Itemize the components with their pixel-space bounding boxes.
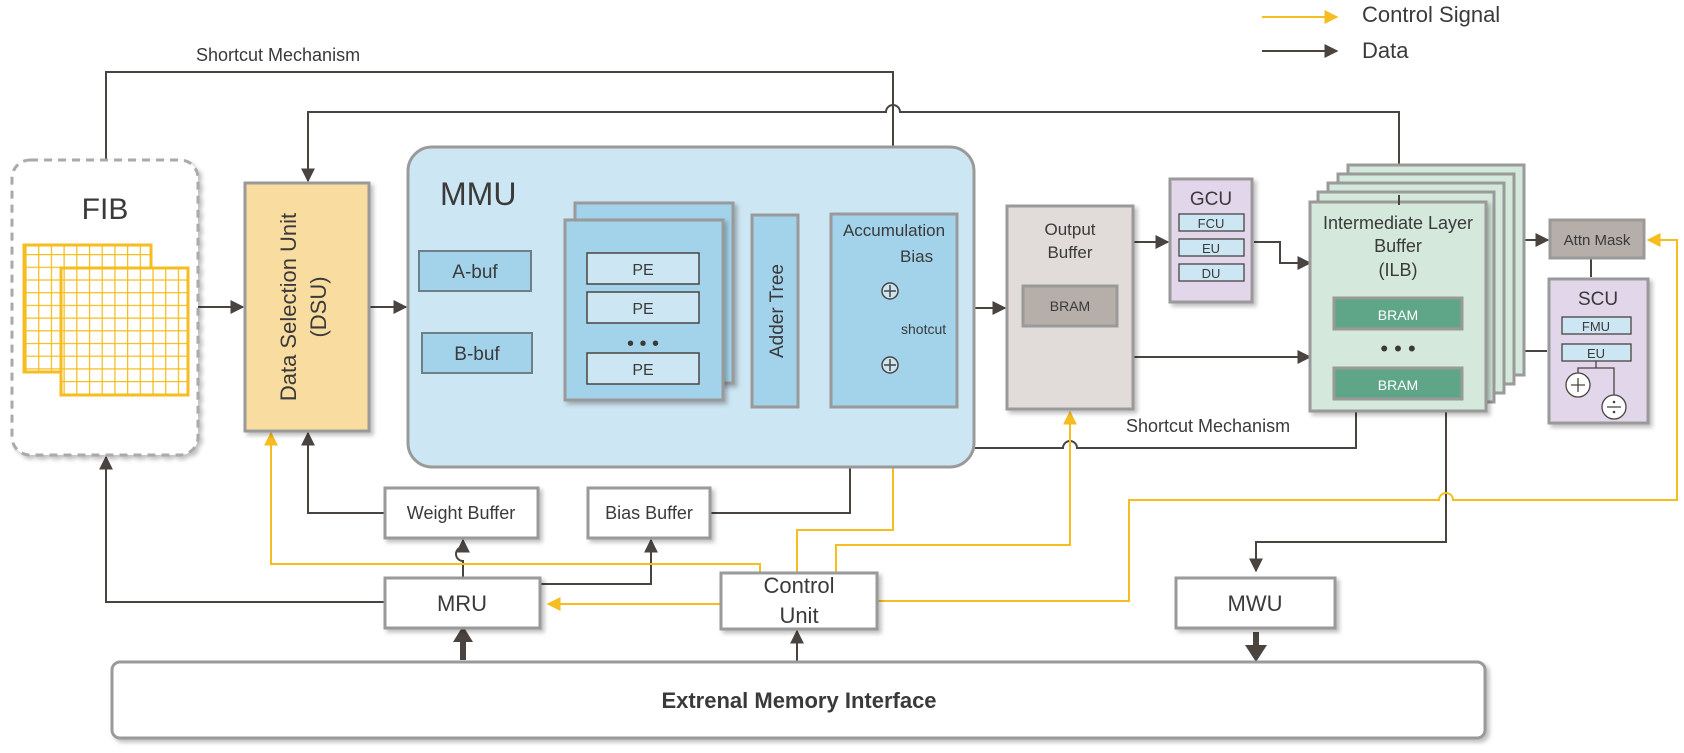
fcu-label: FCU <box>1198 216 1225 231</box>
shortcut-top-wire <box>105 71 900 214</box>
bbuf-block: B-buf <box>421 332 533 374</box>
abuf-block: A-buf <box>418 250 532 292</box>
fib-label: FIB <box>82 193 129 226</box>
shortcut-bottom-label: Shortcut Mechanism <box>1126 416 1290 436</box>
plus-circle-icon <box>1565 372 1591 398</box>
adder-label: Adder Tree <box>767 264 788 358</box>
pe-1 <box>586 252 700 285</box>
mru-block: MRU <box>383 576 542 630</box>
attn-mask-block: Attn Mask <box>1548 218 1646 260</box>
adder-tree: Adder Tree <box>750 213 800 409</box>
mwu-label: MWU <box>1228 591 1283 616</box>
dsu-label-2: (DSU) <box>306 276 331 337</box>
weight-buffer: Weight Buffer <box>383 486 540 540</box>
pe-array: PE PE • • • PE <box>563 201 735 402</box>
accumulation-block: Accumulation Bias shotcut <box>829 212 959 409</box>
ilb-bram-1-label: BRAM <box>1378 307 1418 323</box>
bbuf-label: B-buf <box>454 344 500 365</box>
emi-thick-arrows <box>453 626 1267 662</box>
du-label: DU <box>1202 266 1221 281</box>
ilb-bram-2-label: BRAM <box>1378 377 1418 393</box>
mwu-block: MWU <box>1174 576 1337 630</box>
gcu-block: GCU FCU EU DU <box>1168 177 1254 304</box>
fib-block: FIB <box>10 158 200 457</box>
attn-label: Attn Mask <box>1564 232 1631 249</box>
fib-grid-front <box>59 266 190 397</box>
output-buffer: Output Buffer BRAM <box>1005 204 1135 411</box>
divide-circle-icon <box>1601 394 1627 420</box>
adder-circle-2 <box>881 356 899 374</box>
pe-2 <box>586 291 700 324</box>
mru-label: MRU <box>437 591 487 616</box>
emi-label: Extrenal Memory Interface <box>661 688 936 713</box>
biasbuf-label: Bias Buffer <box>605 503 693 523</box>
scu-eu-label: EU <box>1587 346 1605 361</box>
ilb-block: Intermediate Layer Buffer (ILB) BRAM • •… <box>1308 163 1526 413</box>
bias-buffer: Bias Buffer <box>586 486 712 540</box>
outbuf-label-1: Output <box>1044 220 1095 239</box>
ilb-dots: • • • <box>1380 336 1415 361</box>
gcu-label: GCU <box>1190 189 1232 210</box>
pe-3-label: PE <box>632 362 653 379</box>
ilb-label-3: (ILB) <box>1378 260 1417 280</box>
shortcut-top-label: Shortcut Mechanism <box>196 45 360 65</box>
accum-label: Accumulation <box>843 221 945 240</box>
control-label-2: Unit <box>779 603 818 628</box>
shotcut-label: shotcut <box>901 321 946 337</box>
ilb-label-1: Intermediate Layer <box>1323 213 1473 233</box>
legend-data-label: Data <box>1362 38 1409 63</box>
bias-label: Bias <box>900 247 933 266</box>
pe-3 <box>586 352 700 385</box>
external-memory-interface: Extrenal Memory Interface <box>110 660 1487 740</box>
abuf-label: A-buf <box>452 262 498 283</box>
dsu-label-1: Data Selection Unit <box>276 213 301 401</box>
ilb-label-2: Buffer <box>1374 236 1422 256</box>
outbuf-label-2: Buffer <box>1047 243 1092 262</box>
mmu-block: MMU A-buf B-buf PE PE • • • PE Adder Tre… <box>406 145 976 469</box>
gcu-eu-label: EU <box>1202 241 1220 256</box>
pe-2-label: PE <box>632 301 653 318</box>
weight-label: Weight Buffer <box>407 503 515 523</box>
scu-label: SCU <box>1578 289 1618 310</box>
pe-1-label: PE <box>632 262 653 279</box>
legend: Control Signal Data <box>1262 2 1500 63</box>
adder-circle-1 <box>881 282 899 300</box>
scu-block: SCU FMU EU <box>1547 277 1650 425</box>
control-unit: Control Unit <box>719 571 879 631</box>
control-label-1: Control <box>764 573 835 598</box>
mmu-label: MMU <box>440 176 516 212</box>
ilb-to-dsu-wire <box>301 104 1400 195</box>
outbuf-bram-label: BRAM <box>1050 298 1090 314</box>
control-wires <box>264 233 1678 611</box>
pe-dots: • • • <box>627 333 659 355</box>
dsu-block: Data Selection Unit (DSU) <box>243 181 371 433</box>
legend-control-label: Control Signal <box>1362 2 1500 27</box>
fmu-label: FMU <box>1582 319 1610 334</box>
